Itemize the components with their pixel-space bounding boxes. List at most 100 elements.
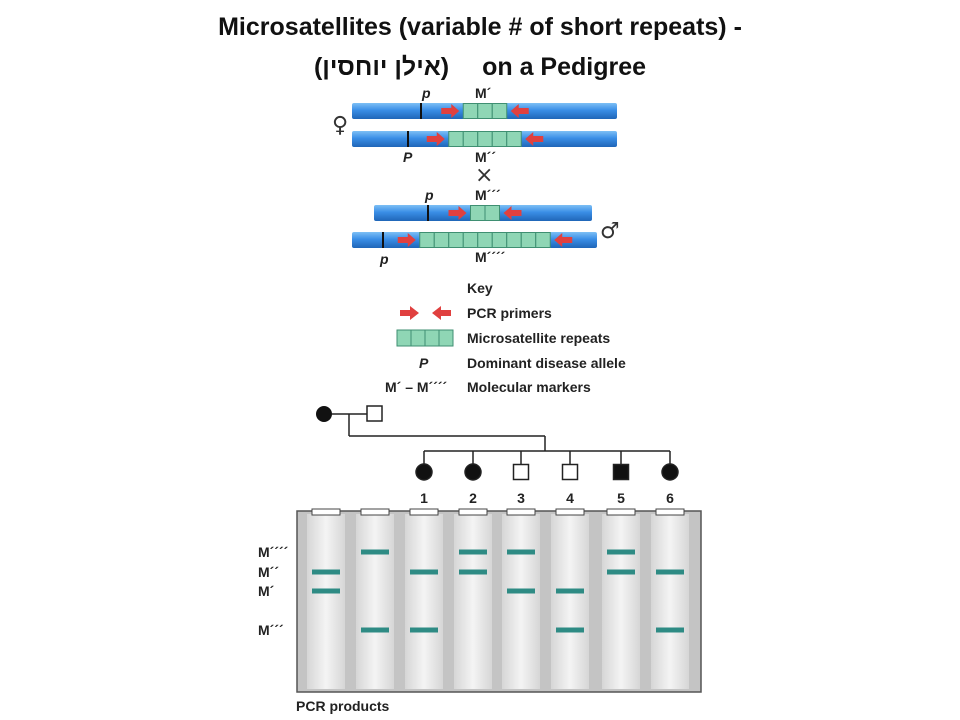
repeat-unit [462,232,479,248]
child-number: 6 [666,490,674,506]
lane-body [551,514,589,689]
mother-symbol [316,406,332,422]
child-4: 4 [561,451,579,506]
male-symbol [612,463,630,481]
key-allele: Dominant disease allele [467,355,626,371]
well [360,508,390,516]
lane-body [405,514,443,689]
repeat-unit [491,131,508,147]
marker-label: M´´´´ [475,249,506,265]
gel: M´´´´M´´M´M´´´ PCR products [258,508,702,714]
band [656,569,684,575]
well [458,508,488,516]
allele-label: p [379,251,389,267]
allele-label: P [403,149,413,165]
lane-6 [651,508,689,689]
lane-5 [602,508,640,689]
repeat-unit [448,232,464,248]
lane-body [502,514,540,689]
band [556,588,584,594]
title-english: on a Pedigree [482,53,647,81]
key-markers: Molecular markers [467,379,591,395]
well [506,508,536,516]
repeat-unit [506,232,522,248]
repeat-unit [433,232,450,248]
repeat-block [462,103,508,119]
primer-forward-icon [448,206,467,220]
male-symbol [512,463,530,481]
band-label: M´´´ [258,622,284,638]
lane-body [307,514,345,689]
lane-2 [454,508,492,689]
lane-body [454,514,492,689]
primer-forward-icon [441,104,460,118]
lane-body [356,514,394,689]
band [312,569,340,575]
female-symbol: ♀ [332,113,348,138]
repeat-unit [462,131,479,147]
band [361,627,389,633]
repeat-unit [484,205,500,221]
repeat-unit [506,131,522,147]
key: Key PCR primers Microsatellite repeats P… [385,280,626,395]
repeat-unit [520,232,537,248]
repeat-unit [448,131,464,147]
band-label: M´ [258,583,275,599]
repeat-unit [477,232,493,248]
repeat-block [470,205,500,221]
primer-reverse-icon [503,206,522,220]
cross-symbol: × [475,163,493,188]
band [459,569,487,575]
chromosome-female-top: p M´ [352,85,617,119]
primer-arrows-icon [400,306,451,320]
repeat-unit [491,103,508,119]
lane-mother [307,508,345,689]
lane-father [356,508,394,689]
primer-reverse-icon [525,132,544,146]
band [656,627,684,633]
key-allele-symbol: P [419,355,429,371]
band [361,549,389,555]
repeat-unit [491,232,508,248]
child-number: 5 [617,490,625,506]
allele-label: p [424,187,434,203]
title-line-1: Microsatellites (variable # of short rep… [218,13,742,41]
primer-reverse-icon [554,233,573,247]
band [507,588,535,594]
repeat-unit [477,131,493,147]
male-symbol [561,463,579,481]
child-3: 3 [512,451,530,506]
female-symbol [661,463,679,481]
repeat-unit [535,232,551,248]
primer-forward-icon [397,233,416,247]
chromosome-male-top: p M´´´ [374,187,592,221]
repeat-unit [462,103,479,119]
male-symbol: ♂ [600,219,620,244]
child-2: 2 [464,451,482,506]
gel-caption: PCR products [296,698,390,714]
chromosome-male-bottom: p M´´´´ [352,232,597,267]
repeat-unit [470,205,486,221]
band [410,627,438,633]
child-1: 1 [415,451,433,506]
primer-forward-icon [426,132,445,146]
child-number: 2 [469,490,477,506]
lane-3 [502,508,540,689]
lane-body [602,514,640,689]
key-primers: PCR primers [467,305,552,321]
title-hebrew: (אילן יוחסין) [313,53,450,81]
well [311,508,341,516]
well [655,508,685,516]
title-line-2: (אילן יוחסין) on a Pedigree [0,52,960,82]
female-symbol [415,463,433,481]
allele-label: p [421,85,431,101]
key-repeats: Microsatellite repeats [467,330,610,346]
well [555,508,585,516]
repeat-block [419,232,551,248]
father-symbol [366,405,383,422]
child-6: 6 [661,451,679,506]
band [607,549,635,555]
key-title: Key [467,280,493,296]
